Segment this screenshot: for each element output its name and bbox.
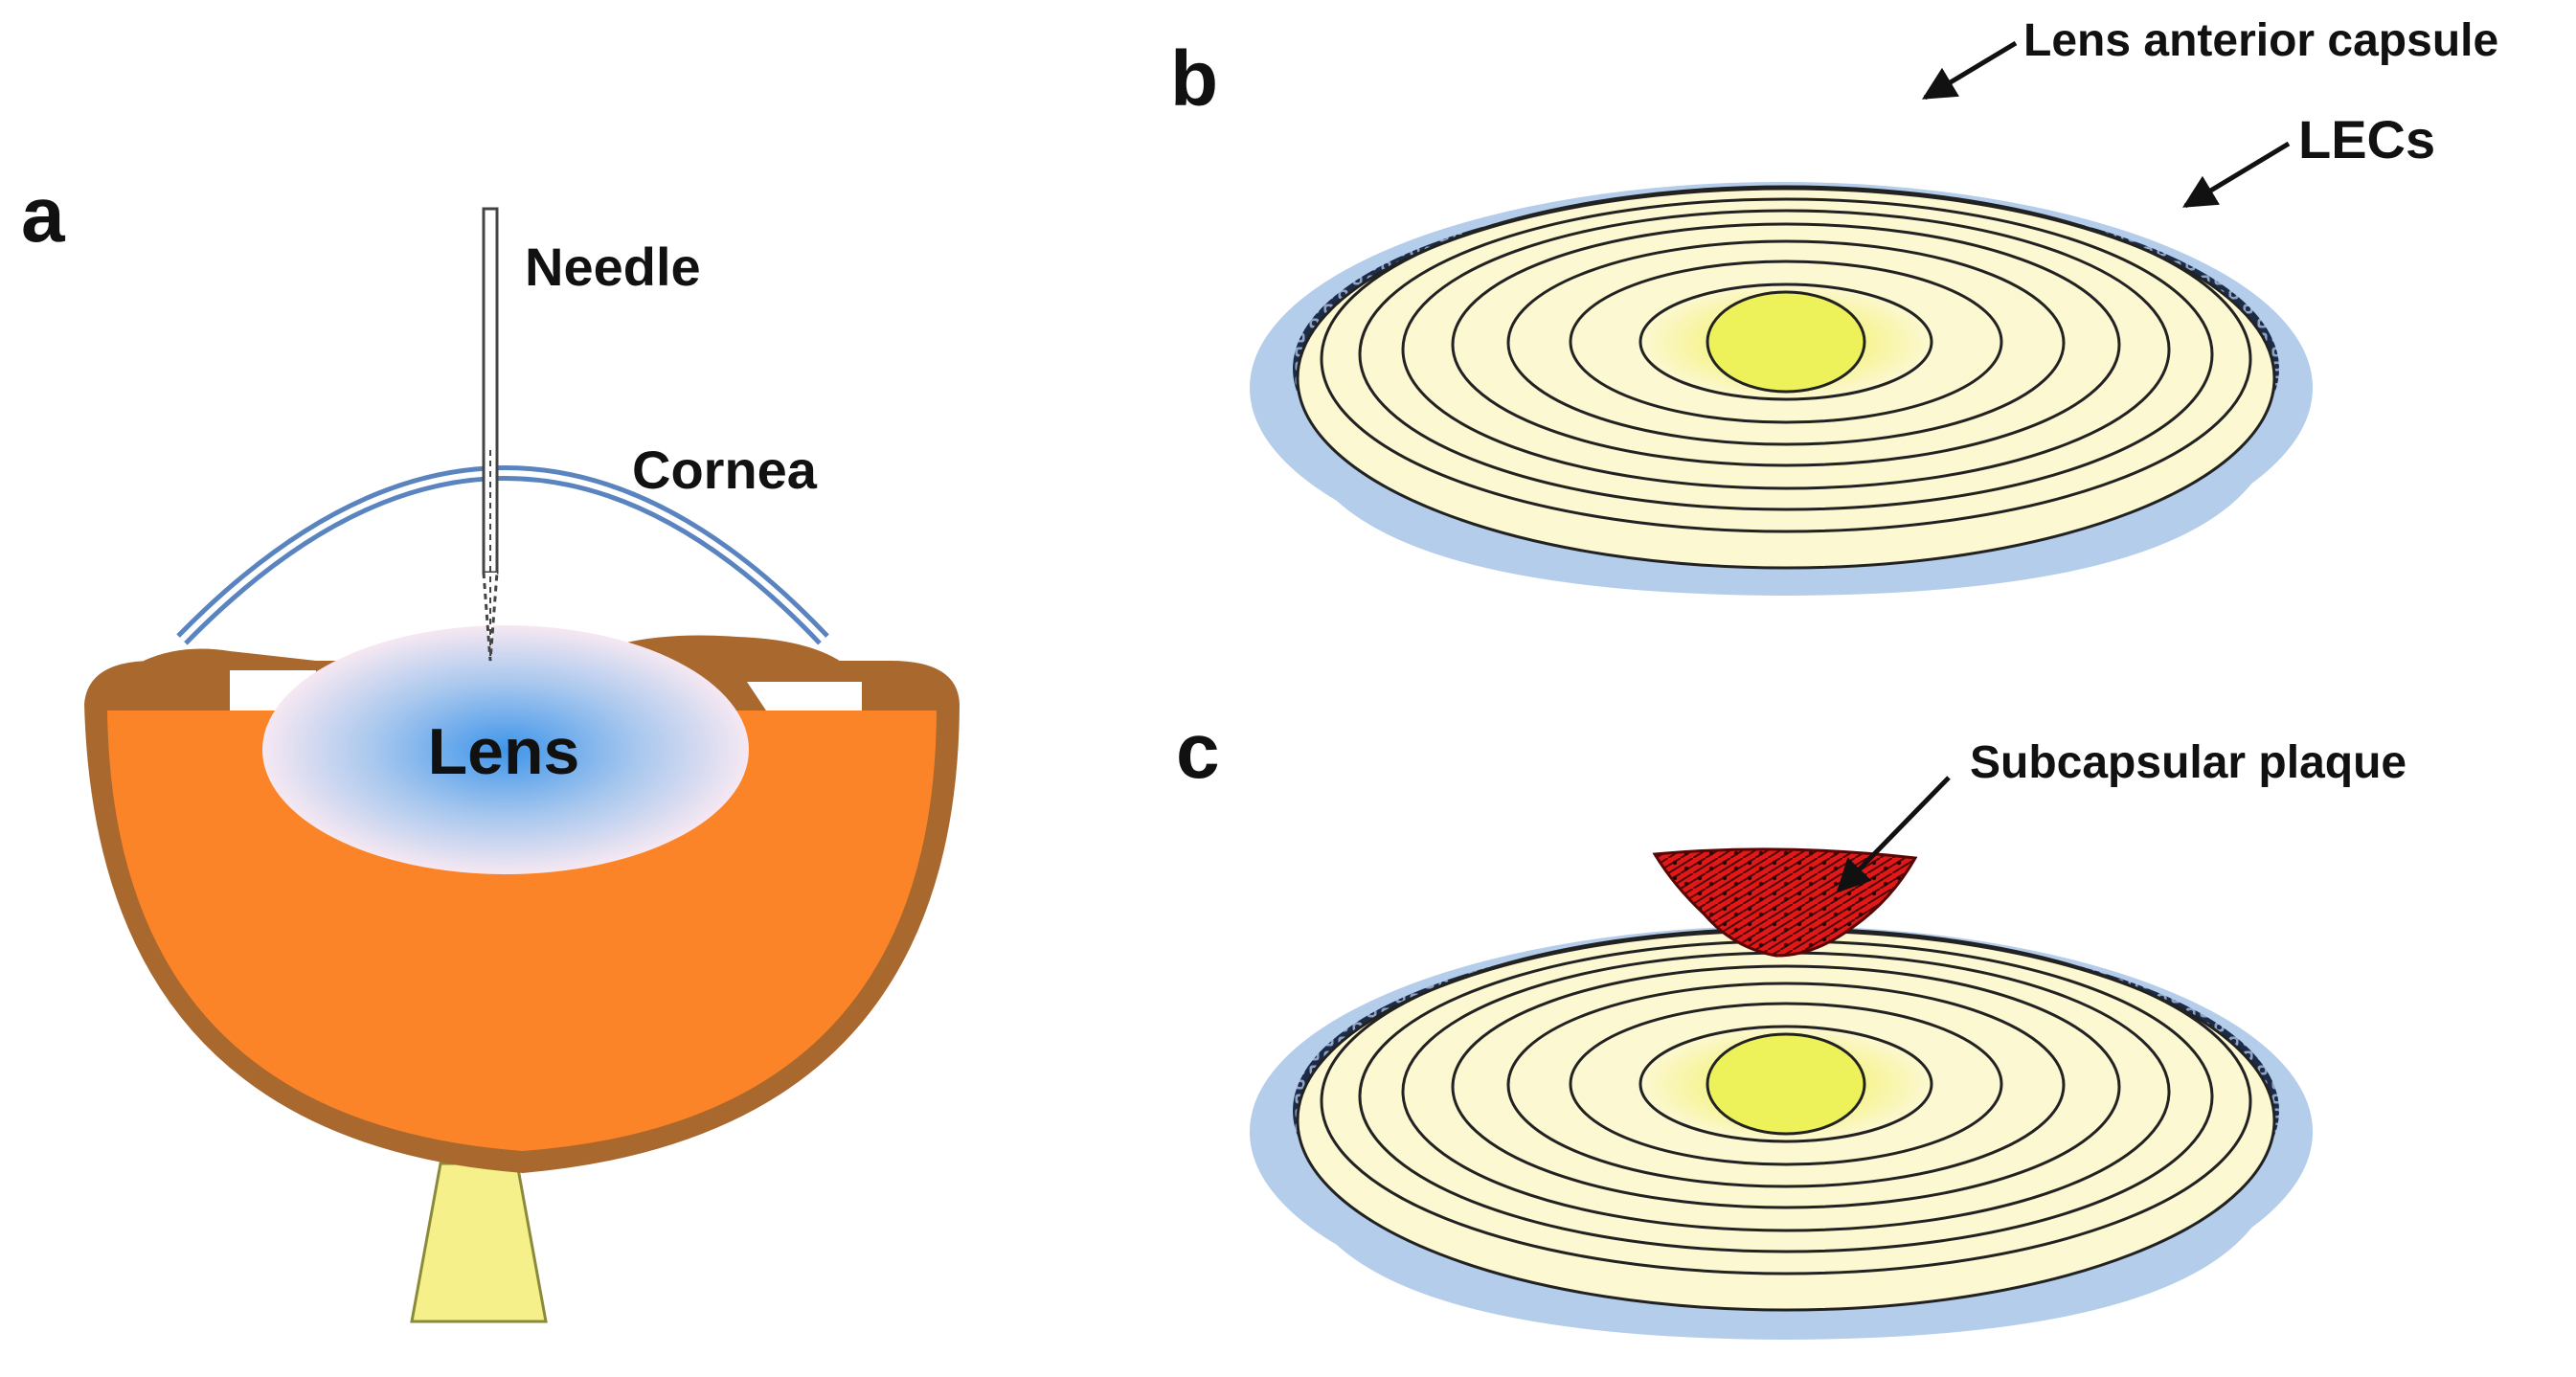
fiber-rings-c <box>1320 927 2252 1275</box>
cornea-inner <box>179 470 826 643</box>
cornea-label: Cornea <box>632 440 818 500</box>
fiber-rings-b <box>1320 185 2252 533</box>
arrow-icon <box>1836 776 1951 893</box>
arrow-icon <box>1921 40 2018 101</box>
panel-a-letter: a <box>21 171 66 259</box>
needle-label: Needle <box>525 237 701 297</box>
lens-a <box>262 625 749 874</box>
panel-b-letter: b <box>1170 35 1218 123</box>
optic-nerve <box>410 1162 548 1323</box>
panel-a: a Lens Needle Cornea <box>21 171 960 1323</box>
panel-b: b Lens anterior capsule LECs <box>1170 15 2498 596</box>
panel-c-letter: c <box>1176 708 1220 795</box>
arrow-icon <box>2182 141 2291 209</box>
iris-right-gap <box>747 682 862 711</box>
panel-c: c Subcapsular plaque <box>1176 708 2407 1340</box>
needle-icon <box>482 207 499 662</box>
capsule-label: Lens anterior capsule <box>2023 15 2498 66</box>
lens-label: Lens <box>428 715 580 788</box>
lecs-label: LECs <box>2298 109 2435 169</box>
plaque-label: Subcapsular plaque <box>1970 737 2407 788</box>
